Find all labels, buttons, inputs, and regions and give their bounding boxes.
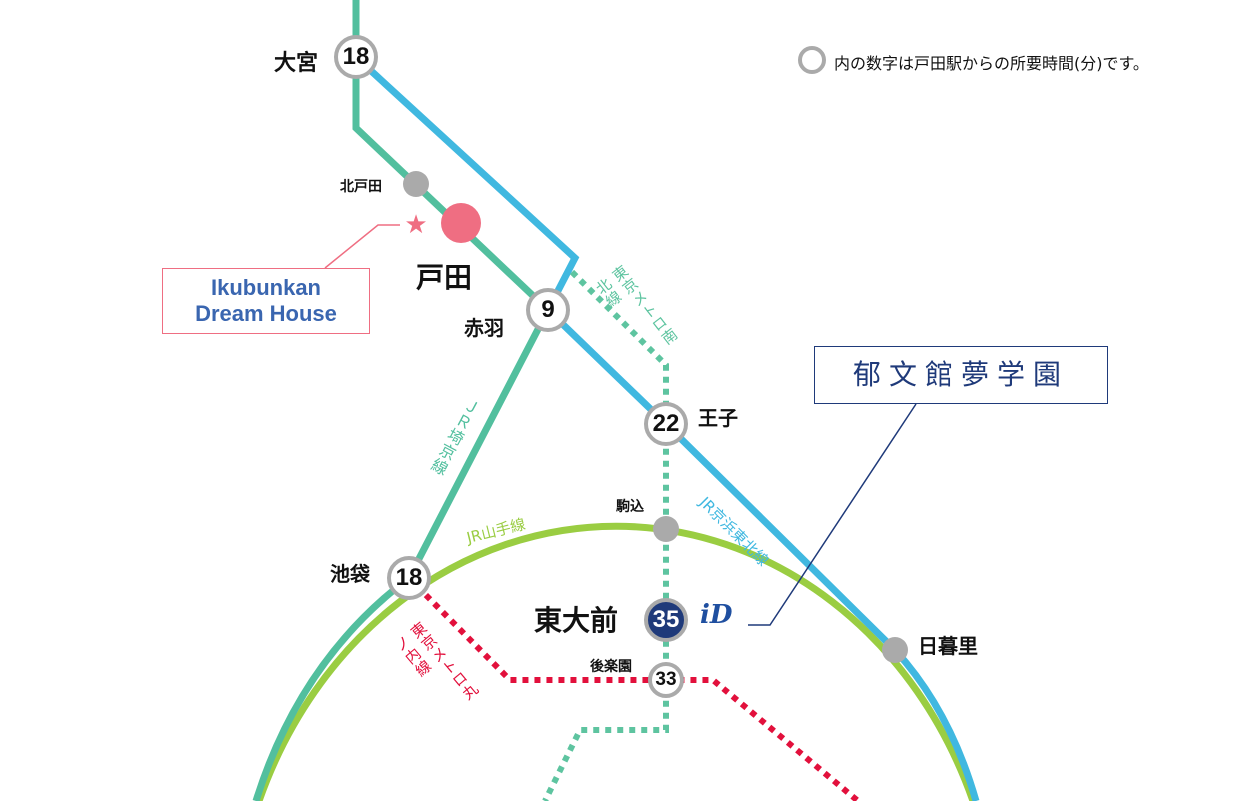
legend-circle-icon (798, 46, 826, 74)
star-icon: ★ (404, 210, 427, 240)
station-komagome[interactable] (653, 516, 679, 542)
station-todaimae-label: 東大前 (534, 604, 619, 637)
station-ikebukuro-label: 池袋 (330, 562, 370, 586)
saikyo-line (252, 0, 553, 801)
school-leader (748, 403, 917, 626)
station-nippori-label: 日暮里 (918, 634, 978, 658)
station-omiya-label: 大宮 (274, 51, 319, 76)
station-oji[interactable]: 22 (644, 402, 688, 446)
station-oji-label: 王子 (698, 406, 738, 430)
station-kitatoda-label: 北戸田 (340, 179, 382, 195)
dream-house-leader (324, 224, 400, 269)
station-kitatoda[interactable] (403, 171, 429, 197)
keihin-tohoku-line (353, 54, 980, 801)
legend-text: 内の数字は戸田駅からの所要時間(分)です。 (834, 54, 1149, 73)
dream-house-line2: Dream House (195, 301, 337, 326)
station-toda-label: 戸田 (416, 261, 473, 294)
ikubunkan-logo-icon: iD (700, 600, 733, 630)
station-ikebukuro[interactable]: 18 (387, 556, 431, 600)
toda-station-marker (441, 203, 481, 243)
station-todaimae[interactable]: 35 (644, 598, 688, 642)
dream-house-callout: Ikubunkan Dream House (162, 268, 370, 334)
station-omiya[interactable]: 18 (334, 35, 378, 79)
station-korakuen[interactable]: 33 (648, 662, 684, 698)
station-akabane-label: 赤羽 (464, 316, 504, 340)
yamanote-line (255, 522, 977, 801)
station-korakuen-label: 後楽園 (590, 659, 632, 675)
namboku-line (542, 269, 669, 801)
school-callout: 郁文館夢学園 (814, 346, 1108, 404)
station-nippori[interactable] (882, 637, 908, 663)
station-komagome-label: 駒込 (616, 499, 644, 515)
dream-house-line1: Ikubunkan (210, 275, 321, 300)
marunouchi-line (406, 575, 860, 801)
station-akabane[interactable]: 9 (526, 288, 570, 332)
